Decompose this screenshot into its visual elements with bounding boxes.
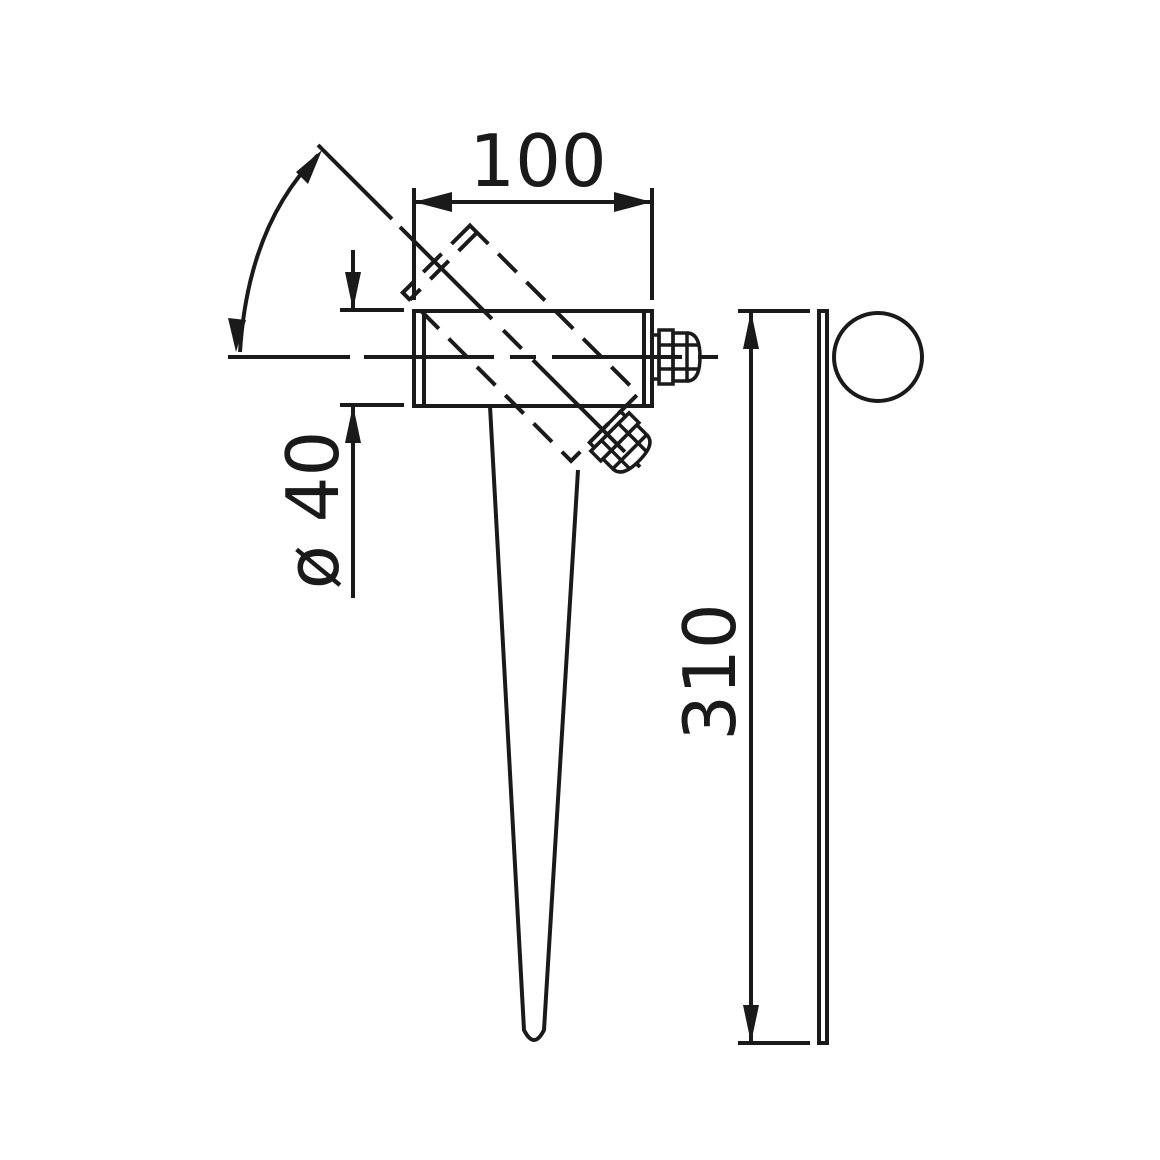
- cable-gland-tilted-icon: [586, 408, 652, 474]
- ground-spike: [488, 405, 580, 1042]
- cable-gland-icon: [650, 328, 702, 386]
- arrow-right-icon: [614, 192, 652, 212]
- angle-arc: [238, 153, 320, 353]
- angle-arrow-top-icon: [296, 150, 322, 184]
- dim-label-310: 310: [668, 603, 752, 740]
- tilt-line-solid: [316, 143, 394, 221]
- height-dimension: 310: [668, 309, 810, 1045]
- angle-arrow-bottom-icon: [228, 318, 246, 352]
- length-dimension: 100: [412, 119, 654, 300]
- arrow-left-icon: [414, 192, 452, 212]
- arrow-down-icon: [345, 272, 361, 310]
- lamp-body: [412, 309, 702, 408]
- tilt-centerline: [398, 225, 642, 469]
- side-head-circle: [832, 311, 924, 403]
- lamp-body-tilted: [399, 222, 652, 474]
- tilt-angle-dimension: [228, 150, 322, 353]
- arrow-up-310-icon: [743, 311, 759, 349]
- arrow-up-icon: [345, 405, 361, 443]
- dim-label-100: 100: [469, 119, 606, 203]
- arrow-down-310-icon: [743, 1005, 759, 1043]
- diameter-dimension: ø 40: [271, 250, 404, 598]
- side-view: [817, 309, 924, 1045]
- dim-label-diameter: ø 40: [271, 431, 355, 590]
- side-plate: [817, 309, 829, 1045]
